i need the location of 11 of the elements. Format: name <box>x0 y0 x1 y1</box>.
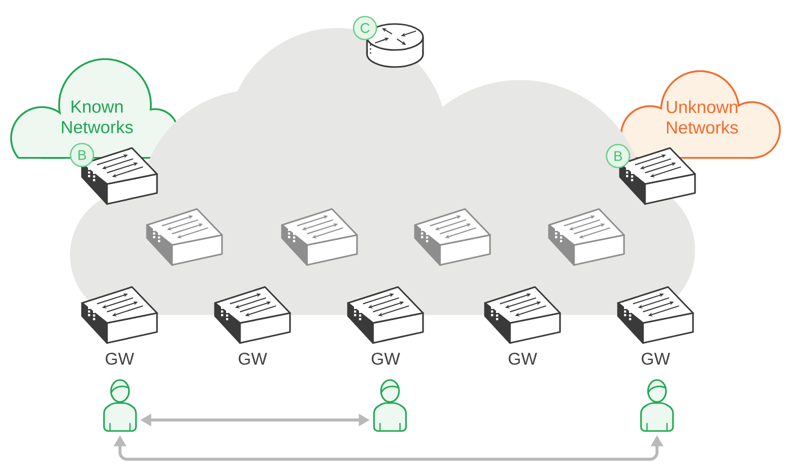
device-label: GW <box>372 352 400 365</box>
device-label: GW <box>508 352 538 365</box>
switch-icon <box>414 208 491 266</box>
device-label: GW <box>642 352 670 365</box>
device-label: GW <box>238 352 268 365</box>
person-icon <box>373 379 407 432</box>
device-label: GW <box>106 352 134 365</box>
switch-icon <box>484 286 561 344</box>
person-icon <box>103 379 137 432</box>
person-icon <box>640 379 674 432</box>
switch-icon <box>347 286 424 344</box>
